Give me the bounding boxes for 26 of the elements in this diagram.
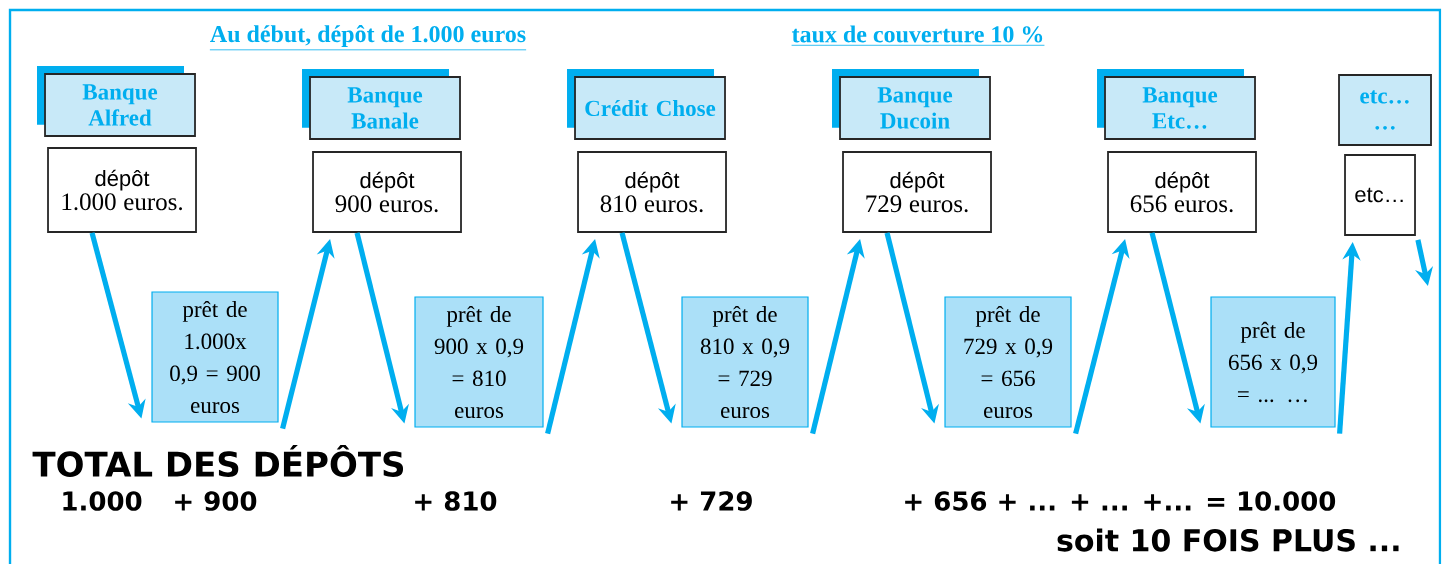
- sum-term: + 810: [415, 491, 497, 511]
- sum-term: 1.000: [63, 491, 142, 511]
- conclusion: soit 10 FOIS PLUS ...: [1057, 528, 1399, 552]
- deposit-box: dépôt 656 euros.: [1107, 151, 1257, 233]
- bank-box: Banque Etc…: [1097, 69, 1256, 140]
- sum-term: + 900: [175, 491, 257, 511]
- sum-term: + 729: [671, 491, 752, 511]
- loan-box: prêt de 1.000x 0,9 = 900 euros: [151, 291, 279, 423]
- total-heading: TOTAL DES DÉPÔTS: [32, 445, 404, 477]
- bank-box: Crédit Chose: [567, 69, 726, 140]
- bank-box: Banque Alfred: [37, 66, 196, 137]
- loan-box: prêt de 656 x 0,9 = ... …: [1210, 296, 1336, 428]
- bank-box: Banque Banale: [302, 69, 461, 140]
- deposit-box: dépôt 900 euros.: [312, 151, 462, 233]
- deposit-box: etc…: [1344, 154, 1416, 236]
- heading: taux de couverture 10 %: [791, 25, 1045, 46]
- deposit-box: dépôt 729 euros.: [842, 151, 992, 233]
- heading: Au début, dépôt de 1.000 euros: [209, 25, 527, 51]
- bank-box: etc… …: [1338, 74, 1432, 146]
- loan-box: prêt de 729 x 0,9 = 656 euros: [944, 296, 1072, 428]
- bank-box: Banque Ducoin: [832, 69, 991, 140]
- deposit-box: dépôt 1.000 euros.: [47, 147, 197, 233]
- deposit-box: dépôt 810 euros.: [577, 151, 727, 233]
- loan-box: prêt de 810 x 0,9 = 729 euros: [681, 296, 809, 428]
- sum-term: + 656 + ... + ... +... = 10.000: [905, 491, 1336, 511]
- loan-box: prêt de 900 x 0,9 = 810 euros: [414, 296, 544, 428]
